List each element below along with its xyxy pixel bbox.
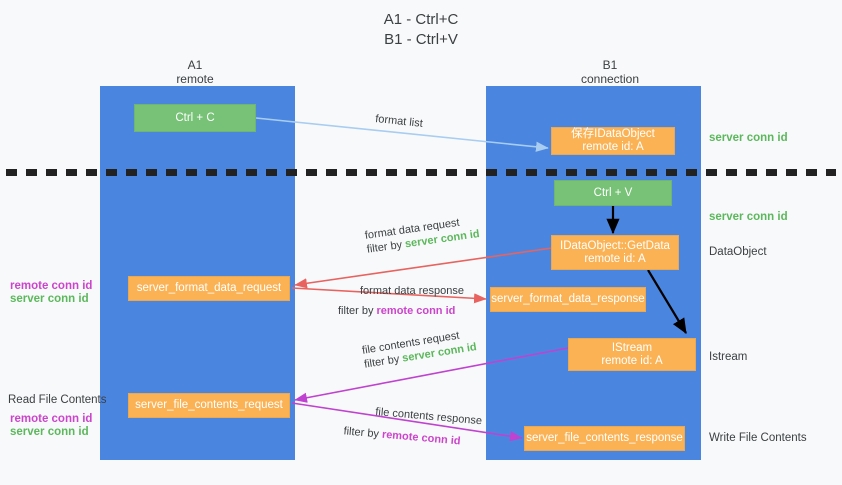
- box-server-file-contents-response-label: server_file_contents_response: [526, 432, 683, 444]
- box-istream[interactable]: IStream remote id: A: [568, 338, 696, 371]
- right-label-server-conn-id-2: server conn id: [709, 211, 788, 223]
- box-idataobject-getdata[interactable]: IDataObject::GetData remote id: A: [551, 235, 679, 270]
- right-label-write-file-contents: Write File Contents: [709, 432, 807, 444]
- edge-format-data-response-filter-value: remote conn id: [376, 305, 456, 317]
- right-label-server-conn-id-1: server conn id: [709, 132, 788, 144]
- box-ctrl-v-label: Ctrl + V: [593, 186, 633, 199]
- title-line-2: B1 - Ctrl+V: [384, 31, 458, 48]
- edge-label-file-contents-response: file contents response filter by remote …: [343, 405, 483, 450]
- box-server-file-contents-request[interactable]: server_file_contents_request: [128, 393, 290, 418]
- box-save-dataobject[interactable]: 保存IDataObject remote id: A: [551, 127, 675, 155]
- edge-file-contents-response-filter-prefix: filter by: [343, 425, 383, 441]
- box-ctrl-v[interactable]: Ctrl + V: [554, 180, 672, 206]
- edge-label-format-data-request: format data request filter by server con…: [364, 213, 481, 257]
- lane-header-b1: B1 connection: [555, 58, 665, 86]
- box-save-dataobject-line2: remote id: A: [582, 141, 644, 153]
- edge-file-contents-response-filter: filter by remote conn id: [343, 424, 481, 450]
- box-server-format-data-response-label: server_format_data_response: [491, 293, 645, 305]
- lane-b1-sub: connection: [580, 72, 640, 86]
- edge-file-contents-response-filter-value: remote conn id: [381, 428, 462, 448]
- right-label-istream: Istream: [709, 351, 748, 363]
- edge-label-format-list: format list: [374, 112, 424, 130]
- right-label-dataobject: DataObject: [709, 246, 767, 258]
- lane-a1-name: A1: [187, 58, 203, 72]
- lane-header-a1: A1 remote: [140, 58, 250, 86]
- box-ctrl-c[interactable]: Ctrl + C: [134, 104, 256, 132]
- box-getdata-line2: remote id: A: [584, 252, 646, 265]
- edge-format-data-response-line1: format data response: [360, 285, 464, 297]
- box-istream-line1: IStream: [611, 341, 653, 354]
- left-label-server-conn-id-1: server conn id: [10, 293, 89, 305]
- left-label-remote-conn-id-2: remote conn id: [10, 413, 93, 425]
- left-label-read-file-contents: Read File Contents: [8, 394, 107, 406]
- box-save-dataobject-line1: 保存IDataObject: [571, 128, 655, 140]
- lane-a1-sub: remote: [176, 72, 214, 86]
- edge-format-data-response-filter-prefix: filter by: [338, 305, 377, 317]
- title-line-1: A1 - Ctrl+C: [383, 11, 459, 28]
- edge-file-contents-response-line1: file contents response: [374, 405, 483, 428]
- box-server-file-contents-request-label: server_file_contents_request: [135, 399, 283, 411]
- box-getdata-line1: IDataObject::GetData: [560, 239, 670, 252]
- box-server-format-data-request-label: server_format_data_request: [136, 282, 282, 294]
- left-label-server-conn-id-2: server conn id: [10, 426, 89, 438]
- box-ctrl-c-label: Ctrl + C: [175, 111, 215, 124]
- box-server-file-contents-response[interactable]: server_file_contents_response: [524, 426, 685, 451]
- edge-label-format-data-response: format data response filter by remote co…: [338, 284, 464, 318]
- edge-format-data-response-filter: filter by remote conn id: [338, 304, 464, 318]
- edge-label-file-contents-request: file contents request filter by server c…: [361, 326, 478, 371]
- edge-format-data-request-filter-prefix: filter by: [366, 238, 406, 256]
- box-istream-line2: remote id: A: [601, 354, 663, 367]
- box-server-format-data-response[interactable]: server_format_data_response: [490, 287, 646, 312]
- lane-b1-name: B1: [602, 58, 618, 72]
- left-label-remote-conn-id-1: remote conn id: [10, 280, 93, 292]
- box-server-format-data-request[interactable]: server_format_data_request: [128, 276, 290, 301]
- page-title: A1 - Ctrl+C B1 - Ctrl+V: [0, 10, 842, 50]
